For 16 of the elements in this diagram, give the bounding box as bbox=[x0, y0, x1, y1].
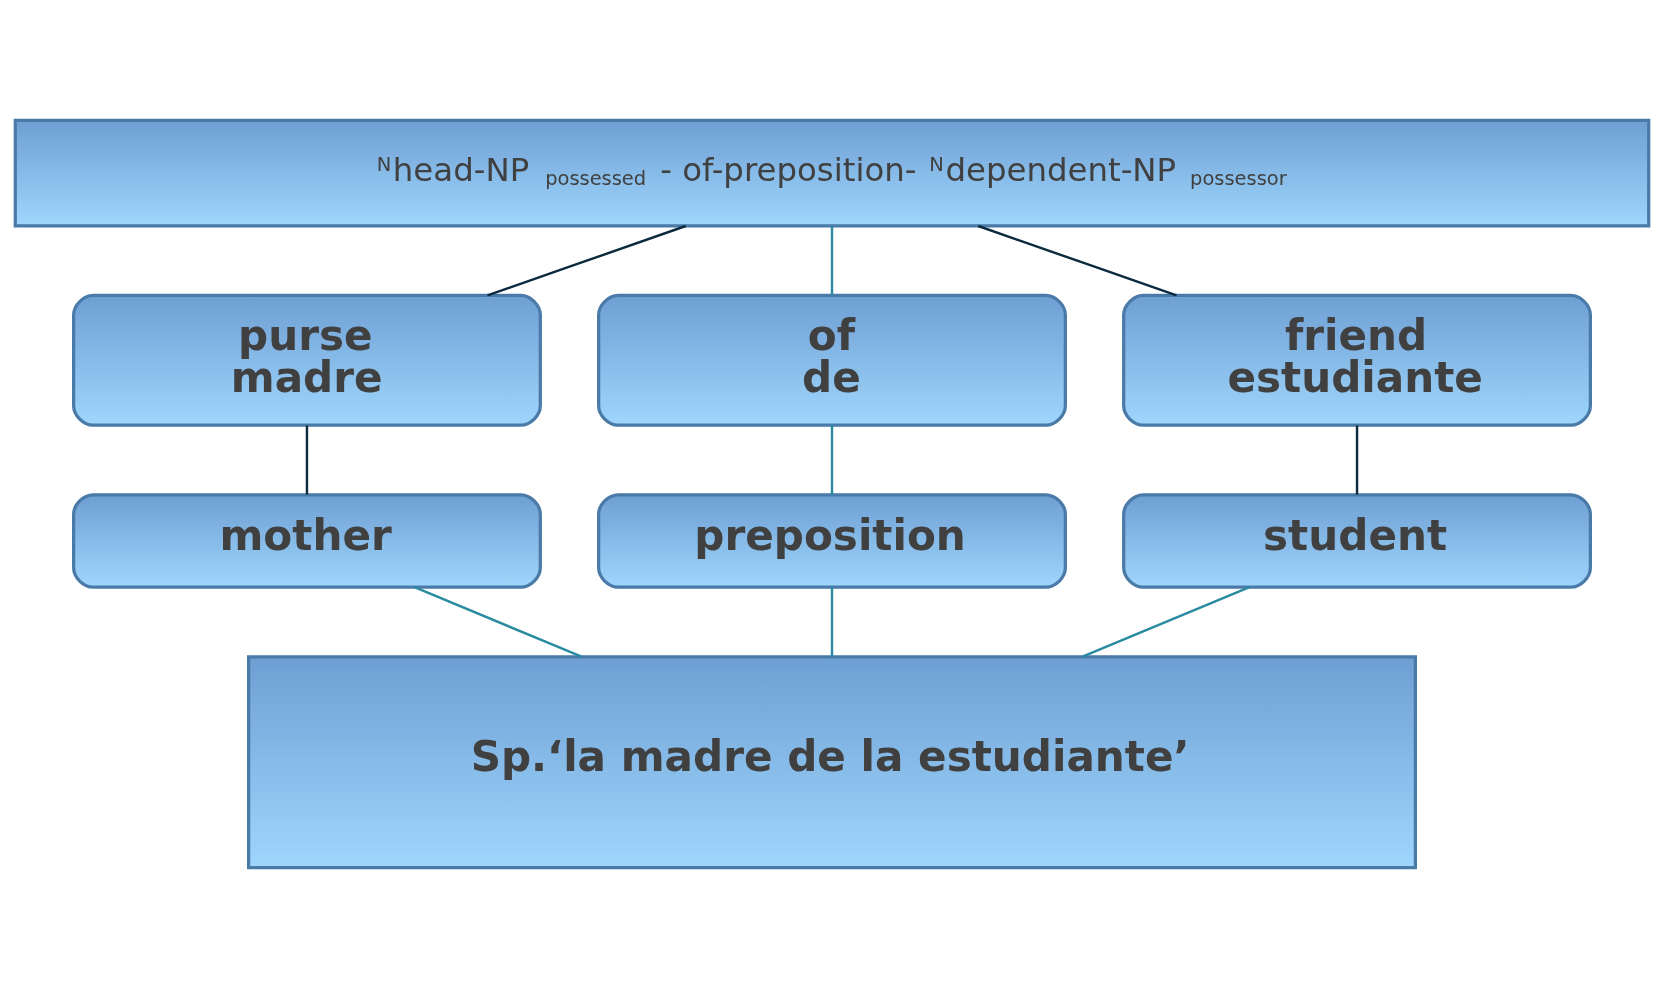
connector bbox=[305, 425, 309, 495]
connector bbox=[977, 224, 1177, 297]
connector bbox=[1081, 585, 1250, 658]
node-box: Sp.‘la madre de la estudiante’ bbox=[247, 654, 1417, 869]
node-box: of de bbox=[597, 293, 1067, 427]
connector bbox=[414, 585, 583, 658]
connector bbox=[830, 425, 834, 495]
node-box: friend estudiante bbox=[1122, 293, 1592, 427]
connector bbox=[830, 225, 834, 295]
node-box: purse madre bbox=[72, 293, 542, 427]
node-box: student bbox=[1122, 492, 1592, 589]
connector bbox=[1355, 425, 1359, 495]
node-box: preposition bbox=[597, 492, 1067, 589]
connector bbox=[830, 586, 834, 657]
node-box: mother bbox=[72, 492, 542, 589]
connector bbox=[487, 224, 687, 297]
